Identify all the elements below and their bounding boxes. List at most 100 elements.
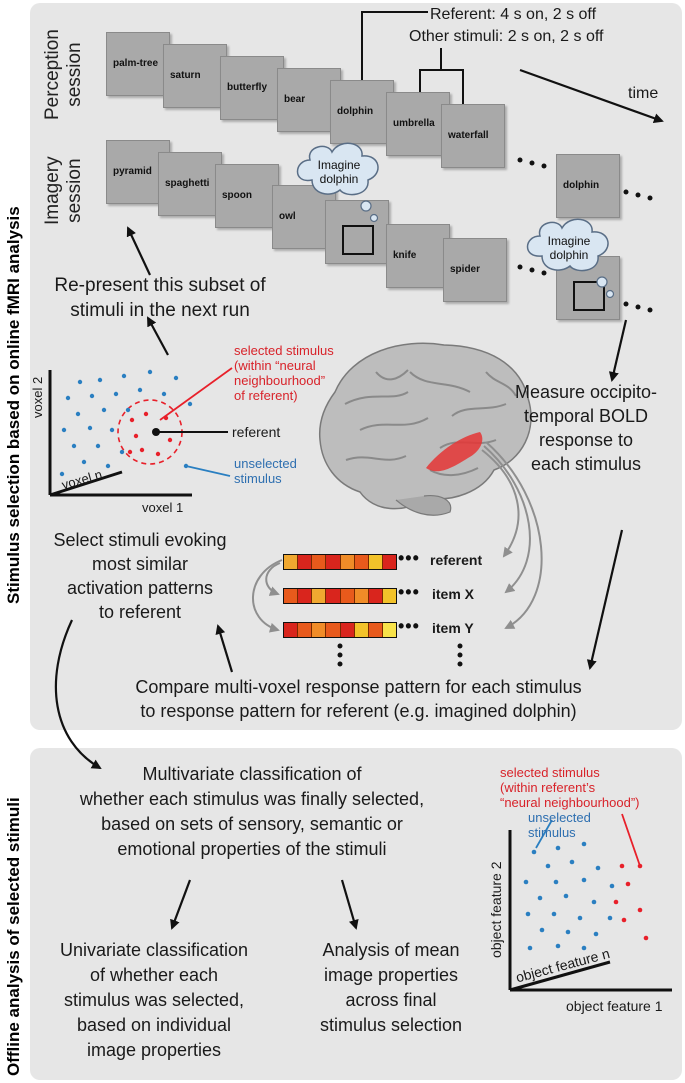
voxel-cell [284, 555, 299, 569]
re-present-arrow [126, 226, 151, 276]
text-line: selected stimulus [500, 765, 600, 780]
brain-to-referent-arrow [481, 449, 520, 558]
voxel-cell [326, 555, 341, 569]
text-line: Univariate classification [59, 940, 249, 960]
unselected-leader-bottom [535, 819, 553, 849]
voxel-cell [340, 623, 355, 637]
text-line: emotional properties of the stimuli [117, 839, 387, 859]
voxel-cell [312, 623, 327, 637]
voxel-cell [354, 589, 369, 603]
text-line: based on sets of sensory, semantic or [101, 814, 403, 834]
stimulus-card: knife [386, 224, 450, 288]
brain-to-itemy-arrow [485, 441, 543, 629]
referent-dot [152, 428, 160, 436]
voxel-cell [298, 555, 313, 569]
thought-line: dolphin [549, 248, 589, 262]
voxel-1-axis-label: voxel 1 [142, 500, 184, 515]
unselected-stimulus-label-bottom: unselected stimulus [528, 810, 591, 840]
voxel-cell [368, 589, 383, 603]
text-line: unselected [528, 810, 591, 825]
voxel-cell [298, 623, 313, 637]
stimulus-label: spoon [222, 190, 252, 201]
selected-stimulus-label-top: selected stimulus (within “neural neighb… [234, 343, 334, 403]
text-line: stimulus [234, 471, 282, 486]
measure-bold-text: Measure occipito- temporal BOLD response… [496, 380, 676, 476]
item-y-pattern-bar [283, 622, 397, 638]
voxel-cell [354, 623, 369, 637]
vertical-dots [337, 643, 463, 667]
text-line: Re-present this subset of [54, 275, 266, 296]
text-line: unselected [234, 456, 297, 471]
unselected-stimulus-label-top: unselected stimulus [234, 456, 297, 486]
text-line: to response pattern for referent (e.g. i… [140, 701, 577, 721]
voxel-cell [284, 589, 299, 603]
stimulus-card: spaghetti [158, 152, 222, 216]
brain-to-itemx-arrow [483, 445, 531, 594]
voxel-cell [340, 555, 355, 569]
stimulus-card: spider [443, 238, 507, 302]
bottom-panel [30, 748, 682, 1080]
referent-pattern-bar [283, 554, 397, 570]
voxel-2-axis-label: voxel 2 [30, 376, 45, 418]
measure-to-compare-arrow [586, 529, 624, 670]
scatter-bottom-points-blue [523, 841, 615, 951]
referent-label-top: referent [232, 424, 281, 440]
item-y-pattern-label: item Y [432, 620, 474, 636]
object-feature-1-axis-label: object feature 1 [566, 998, 663, 1014]
text-line: whether each stimulus was finally select… [79, 789, 425, 809]
voxel-cell [312, 555, 327, 569]
compare-referent-itemy-arrow [252, 559, 283, 633]
voxel-cell [368, 555, 383, 569]
scatter-bottom-axes [508, 830, 672, 992]
continuation-dots [517, 157, 653, 313]
stimulus-label: waterfall [448, 130, 489, 141]
imagery-box-icon [573, 281, 605, 311]
text-line: stimuli in the next run [70, 300, 250, 321]
text-line: activation patterns [66, 578, 214, 598]
scatter-top-axes [48, 370, 192, 497]
text-line: Multivariate classification of [142, 764, 362, 784]
scatter-bottom-points-red [613, 863, 649, 941]
stimulus-label: owl [279, 211, 296, 222]
stimulus-label: pyramid [113, 166, 152, 177]
occipito-temporal-region [426, 432, 483, 472]
voxel-cell [354, 555, 369, 569]
item-x-pattern-label: item X [432, 586, 475, 602]
referent-card: dolphin [556, 154, 620, 218]
voxel-cell [368, 623, 383, 637]
re-present-text: Re-present this subset of stimuli in the… [30, 273, 290, 323]
text-line: most similar [91, 554, 188, 574]
text-line: stimulus selection [319, 1015, 463, 1035]
voxel-cell [326, 589, 341, 603]
text-line: temporal BOLD [523, 406, 649, 426]
text-line: (within “neural [234, 358, 316, 373]
thought-bubble-text-1: Imagine dolphin [311, 158, 367, 186]
to-mean-analysis-arrow [340, 879, 359, 930]
text-line: “neural neighbourhood”) [500, 795, 640, 810]
stimulus-label: dolphin [337, 106, 374, 117]
voxel-cell [382, 589, 396, 603]
voxel-cell [382, 623, 396, 637]
stimulus-label: knife [393, 250, 417, 261]
multivariate-text: Multivariate classification of whether e… [42, 762, 462, 862]
stimulus-label: saturn [170, 70, 201, 81]
stimulus-card: palm-tree [106, 32, 170, 96]
voxel-cell [326, 623, 341, 637]
brain-image [318, 342, 532, 516]
stimulus-label: umbrella [393, 118, 435, 129]
stimulus-label: dolphin [563, 180, 600, 191]
compare-to-select-arrow [215, 624, 234, 673]
text-line: neighbourhood” [234, 373, 326, 388]
voxel-cell [382, 555, 396, 569]
pattern-dots: ••• [398, 548, 420, 568]
thought-bubble-2 [526, 218, 615, 299]
text-line: Select stimuli evoking [53, 530, 227, 550]
voxel-cell [340, 589, 355, 603]
time-arrow [519, 68, 664, 124]
stimulus-card: butterfly [220, 56, 284, 120]
text-line: response to [538, 430, 634, 450]
pattern-dots: ••• [398, 616, 420, 636]
thought-line: Imagine [547, 234, 591, 248]
